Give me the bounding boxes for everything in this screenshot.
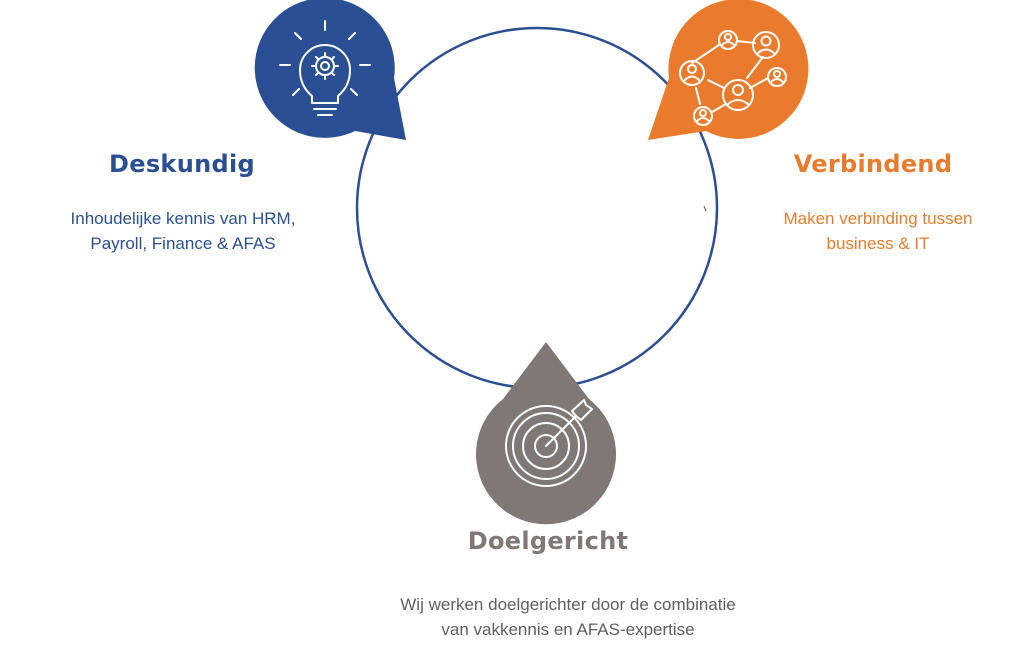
deskundig-title: Deskundig <box>109 150 255 178</box>
doelgericht-description: Wij werken doelgerichter door de combina… <box>318 592 818 642</box>
deskundig-description-line2: Payroll, Finance & AFAS <box>90 234 276 253</box>
verbindend-description-line2: business & IT <box>826 234 930 253</box>
doelgericht-drop <box>476 342 617 525</box>
doelgericht-description-line2: van vakkennis en AFAS-expertise <box>441 620 695 639</box>
doelgericht-title: Doelgericht <box>467 527 629 555</box>
deskundig-description: Inhoudelijke kennis van HRM, Payroll, Fi… <box>28 206 338 256</box>
target-arrow-icon <box>505 399 593 487</box>
deskundig-description-line1: Inhoudelijke kennis van HRM, <box>70 209 296 228</box>
people-network-icon <box>679 30 787 126</box>
verbindend-description: Maken verbinding tussen business & IT <box>728 206 1024 256</box>
stray-mark <box>703 205 707 212</box>
doelgericht-description-line1: Wij werken doelgerichter door de combina… <box>400 595 736 614</box>
verbindend-title: Verbindend <box>793 150 953 178</box>
cycle-ring <box>355 26 719 390</box>
deskundig-drop <box>254 0 406 140</box>
verbindend-description-line1: Maken verbinding tussen <box>783 209 973 228</box>
verbindend-drop <box>648 0 809 140</box>
lightbulb-gear-icon <box>279 20 371 116</box>
